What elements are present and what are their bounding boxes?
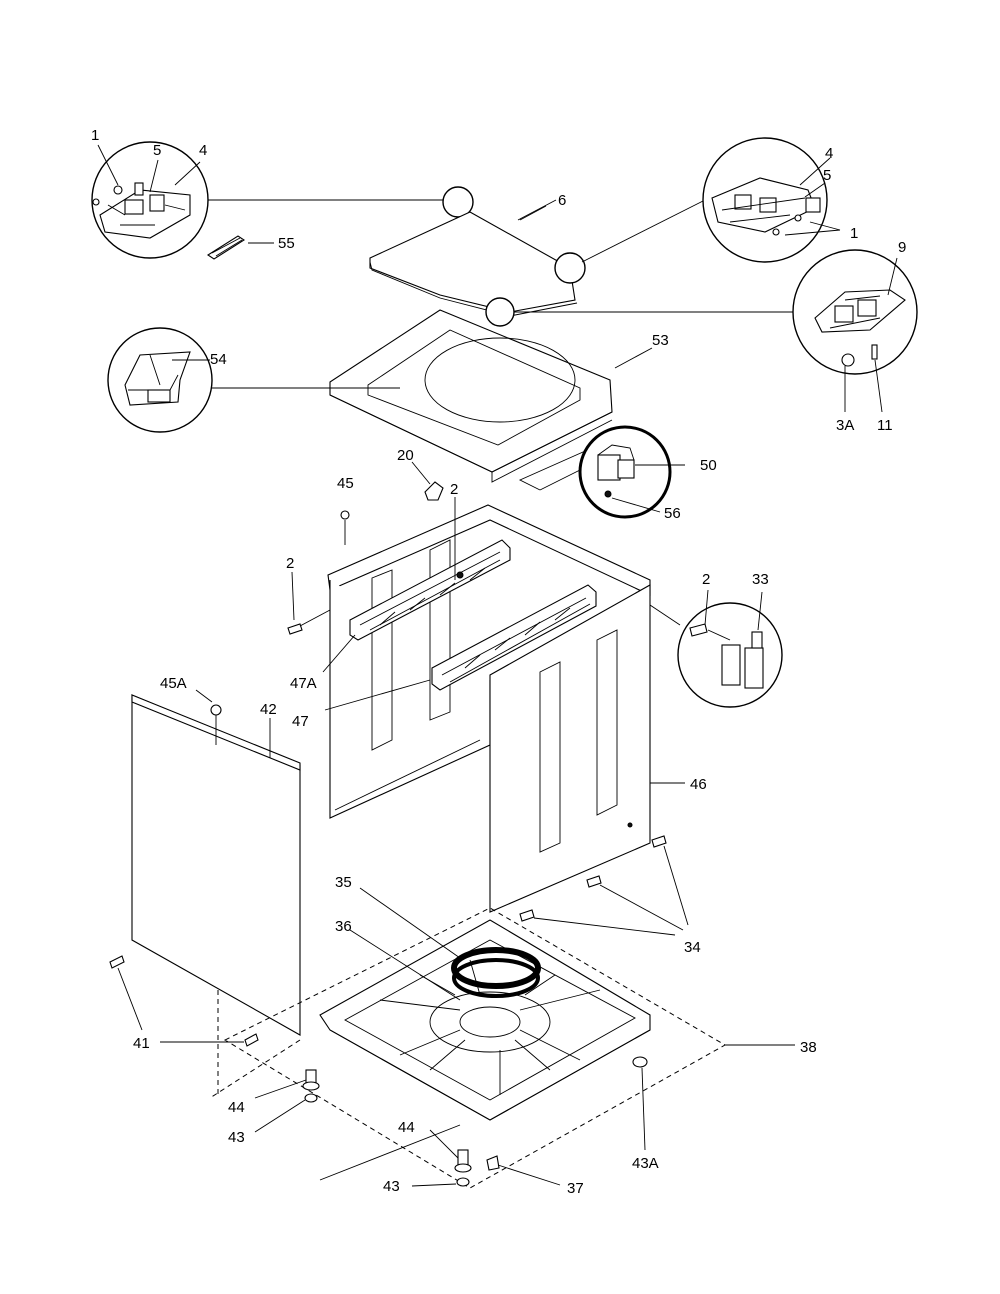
callout-44-left: 44 — [228, 1099, 245, 1116]
part-53-cabinet-top — [329, 309, 613, 491]
part-55-spring — [206, 235, 274, 260]
callout-41: 41 — [133, 1035, 150, 1052]
callout-1-left: 1 — [91, 127, 99, 144]
part-38-base — [223, 907, 727, 1189]
callout-43-left: 43 — [228, 1129, 245, 1146]
callout-3A: 3A — [836, 417, 854, 434]
callout-33: 33 — [752, 571, 769, 588]
part-35-ring — [451, 947, 541, 998]
part-42-front-panel — [131, 694, 301, 1036]
part-2-screw-left — [287, 609, 331, 635]
callout-45A: 45A — [160, 675, 187, 692]
callout-5-right: 5 — [823, 167, 831, 184]
callout-56: 56 — [664, 505, 681, 522]
callout-47A: 47A — [290, 675, 317, 692]
callout-11: 11 — [877, 417, 893, 434]
callout-55: 55 — [278, 235, 295, 252]
detail-circle-lid-switch — [792, 249, 918, 375]
callout-5-left: 5 — [153, 142, 161, 159]
detail-circle-2-33 — [677, 602, 783, 708]
callout-44-bottom: 44 — [398, 1119, 415, 1136]
detail-circle-54 — [107, 327, 213, 433]
callout-20: 20 — [397, 447, 414, 464]
part-46-side-panel — [489, 584, 651, 913]
callout-42: 42 — [260, 701, 277, 718]
leader-detail-right — [581, 199, 706, 263]
detail-circle-50-56 — [578, 425, 672, 519]
callout-2-right: 2 — [702, 571, 710, 588]
callout-38: 38 — [800, 1039, 817, 1056]
part-47-brace — [431, 584, 597, 691]
callout-9: 9 — [898, 239, 906, 256]
part-47A-brace — [349, 539, 511, 641]
callout-43A: 43A — [632, 1155, 659, 1172]
callout-47: 47 — [292, 713, 309, 730]
callout-1-right: 1 — [850, 225, 858, 242]
callout-45: 45 — [337, 475, 354, 492]
callout-54: 54 — [210, 351, 227, 368]
callout-6: 6 — [558, 192, 566, 209]
callout-35: 35 — [335, 874, 352, 891]
part-20-clip — [424, 481, 444, 501]
part-44-43-legs — [302, 1056, 648, 1187]
part-34-screws — [519, 835, 689, 936]
callout-43-bottom: 43 — [383, 1178, 400, 1195]
callout-2-left: 2 — [286, 555, 294, 572]
callout-2-top: 2 — [450, 481, 458, 498]
callout-36: 36 — [335, 918, 352, 935]
callout-4-left: 4 — [199, 142, 207, 159]
part-41-screws — [109, 955, 259, 1047]
callout-46: 46 — [690, 776, 707, 793]
callout-4-right: 4 — [825, 145, 833, 162]
lid-hinge-right-marker — [554, 252, 586, 284]
callout-37: 37 — [567, 1180, 584, 1197]
detail-circle-lid-hinge-right — [702, 137, 828, 263]
detail-circle-lid-hinge-left — [91, 141, 209, 259]
callout-50: 50 — [700, 457, 717, 474]
lid-switch-marker — [485, 297, 515, 327]
callout-53: 53 — [652, 332, 669, 349]
part-6-lid — [369, 211, 578, 317]
callout-34: 34 — [684, 939, 701, 956]
